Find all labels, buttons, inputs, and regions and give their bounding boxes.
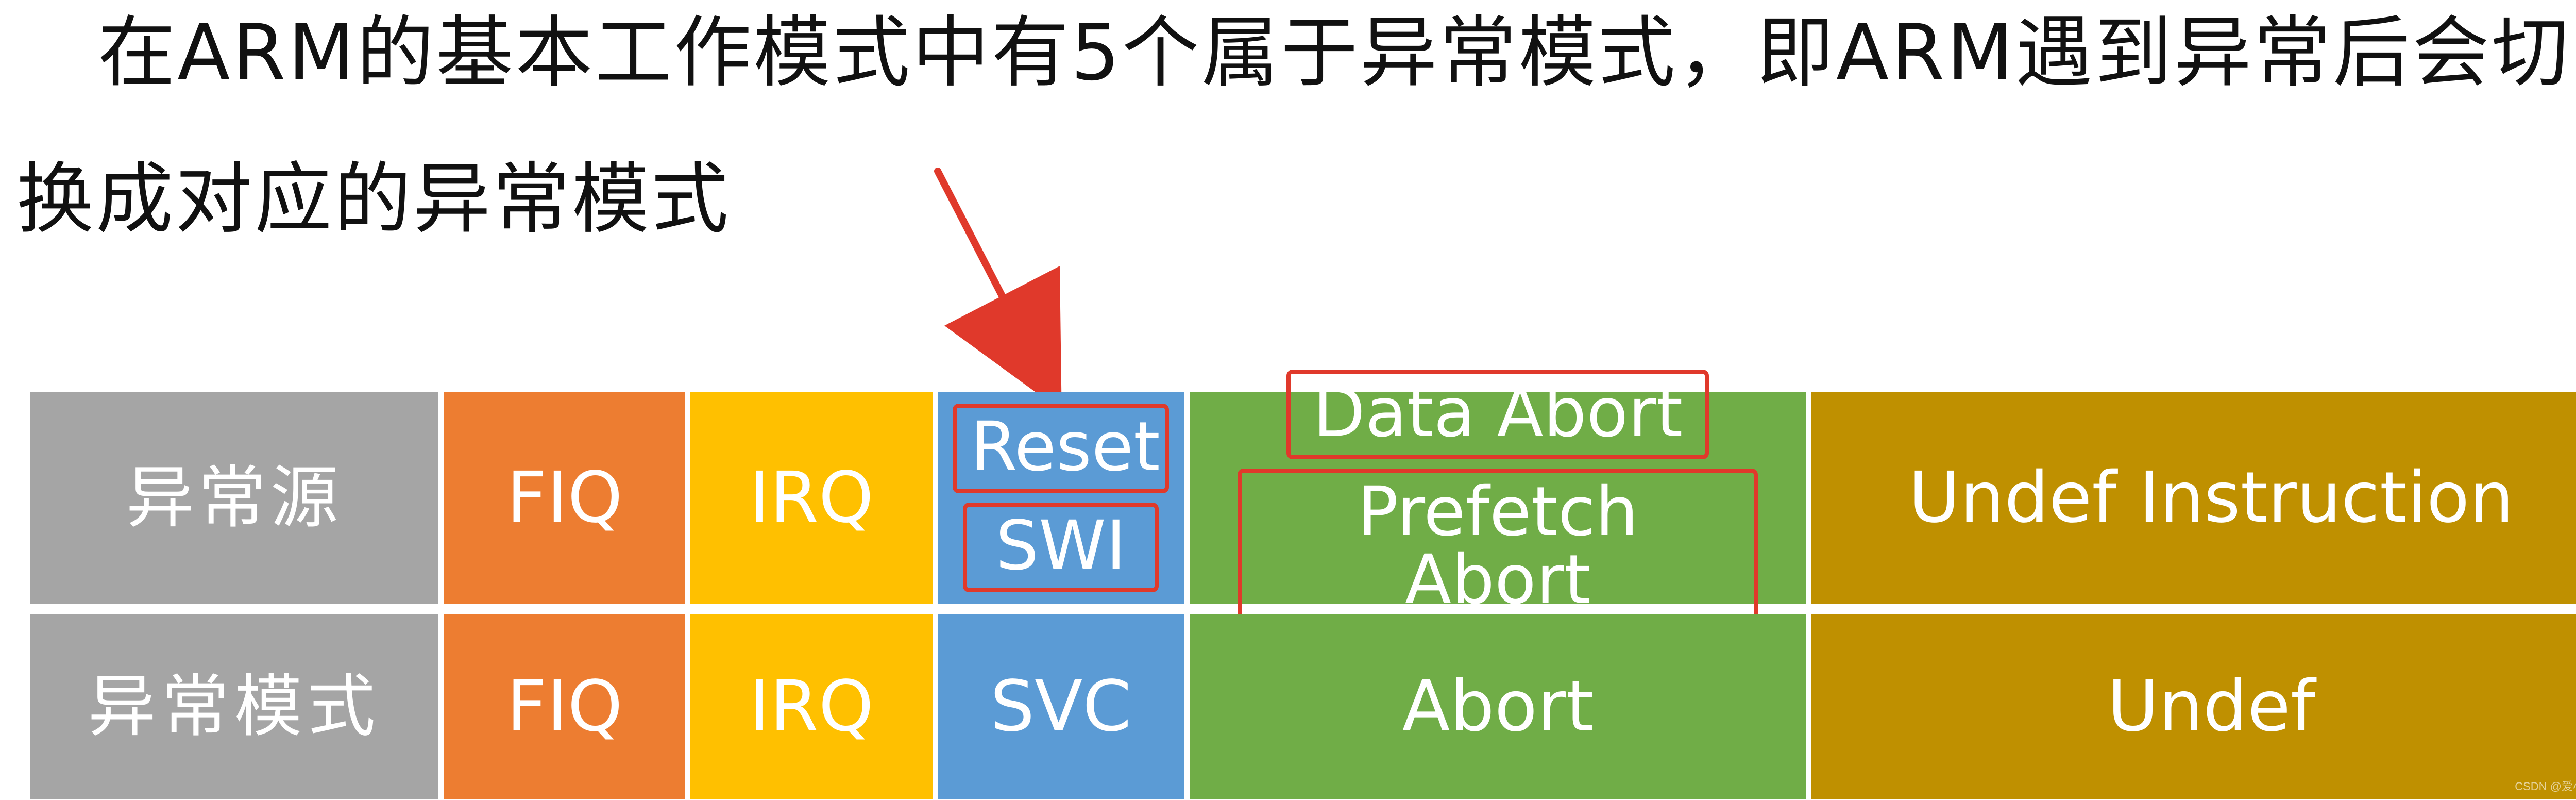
mode-irq: IRQ [690,614,933,799]
source-fiq: FIQ [444,392,686,604]
row-header-mode-label: 异常模式 [88,667,381,746]
source-fiq-label: FIQ [506,457,623,539]
highlighted-swi: SWI [963,503,1159,592]
watermark-text: CSDN @爱小甜甜 [2515,780,2576,793]
mode-irq-label: IRQ [749,666,874,747]
svc-source-stack: Reset SWI [938,404,1184,592]
column-gap [438,392,444,604]
intro-line-2: 换成对应的异常模式 [16,155,731,244]
exception-mode-row: 异常模式 FIQ IRQ SVC Abort Undef [30,614,2576,799]
abort-source-stack: Data Abort Prefetch Abort [1190,370,1807,626]
intro-line-1: 在ARM的基本工作模式中有5个属于异常模式，即ARM遇到异常后会切 [98,8,2571,98]
column-gap [685,614,691,799]
column-gap [438,614,444,799]
highlighted-data-abort: Data Abort [1286,370,1709,459]
source-undef-label: Undef Instruction [1908,457,2514,539]
mode-abort: Abort [1189,614,1807,799]
row-header-mode: 异常模式 [30,614,439,799]
mode-svc: SVC [937,614,1184,799]
source-irq: IRQ [690,392,933,604]
row-header-source: 异常源 [30,392,439,604]
source-undef: Undef Instruction [1811,392,2576,604]
highlighted-prefetch-abort: Prefetch Abort [1238,469,1758,626]
source-irq-label: IRQ [749,457,874,539]
column-gap [1184,392,1190,604]
mode-undef-label: Undef [2107,666,2315,747]
exception-mode-table: 异常源 FIQ IRQ Reset SWI Data Abort Prefetc… [30,370,2576,799]
column-gap [932,392,938,604]
column-gap [932,614,938,799]
source-svc-group: Reset SWI [937,392,1184,604]
mode-undef: Undef [1811,614,2576,799]
column-gap [1184,614,1190,799]
source-abort-group: Data Abort Prefetch Abort [1189,370,1807,626]
mode-fiq: FIQ [444,614,686,799]
column-gap [1806,614,1812,799]
exception-source-row: 异常源 FIQ IRQ Reset SWI Data Abort Prefetc… [30,370,2576,626]
row-header-source-label: 异常源 [126,458,343,538]
mode-abort-label: Abort [1402,666,1594,747]
column-gap [1806,392,1812,604]
mode-svc-label: SVC [990,666,1132,747]
mode-fiq-label: FIQ [506,666,623,747]
highlighted-reset: Reset [953,404,1170,493]
column-gap [685,392,691,604]
